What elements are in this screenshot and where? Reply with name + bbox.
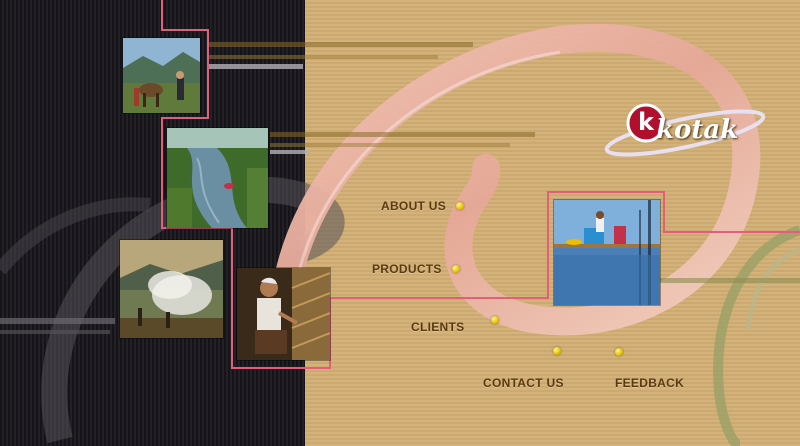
- photo-smoke-field: [120, 240, 223, 338]
- kotak-logo[interactable]: k kotak: [600, 95, 770, 165]
- nav-clients[interactable]: CLIENTS: [411, 320, 464, 334]
- nav-bullet-dot: [456, 202, 465, 210]
- photo-lake-tank: [554, 200, 660, 305]
- nav-clients-label: CLIENTS: [411, 320, 465, 334]
- photo-basket-weaver: [237, 268, 330, 360]
- nav-feedback[interactable]: FEEDBACK: [615, 376, 684, 390]
- nav-bullet-dot: [615, 348, 623, 356]
- nav-products-label: PRODUCTS: [372, 262, 442, 276]
- nav-bullet-dot: [553, 347, 561, 355]
- nav-feedback-label: FEEDBACK: [615, 376, 685, 390]
- nav-bullet-dot: [451, 265, 460, 273]
- logo-wordmark: kotak: [656, 115, 739, 145]
- nav-contact-us-label: CONTACT US: [483, 376, 564, 390]
- nav-about-us-label: ABOUT US: [381, 199, 447, 213]
- nav-products[interactable]: PRODUCTS: [372, 262, 460, 276]
- nav-bullet-dot: [491, 316, 499, 324]
- nav-contact-us[interactable]: CONTACT US: [483, 376, 564, 390]
- nav-about-us[interactable]: ABOUT US: [381, 199, 465, 213]
- logo-k-letter: k: [638, 108, 654, 136]
- kotak-logo-mark: [604, 103, 766, 157]
- photo-hikers: [123, 38, 200, 113]
- photo-river-boat: [167, 128, 268, 228]
